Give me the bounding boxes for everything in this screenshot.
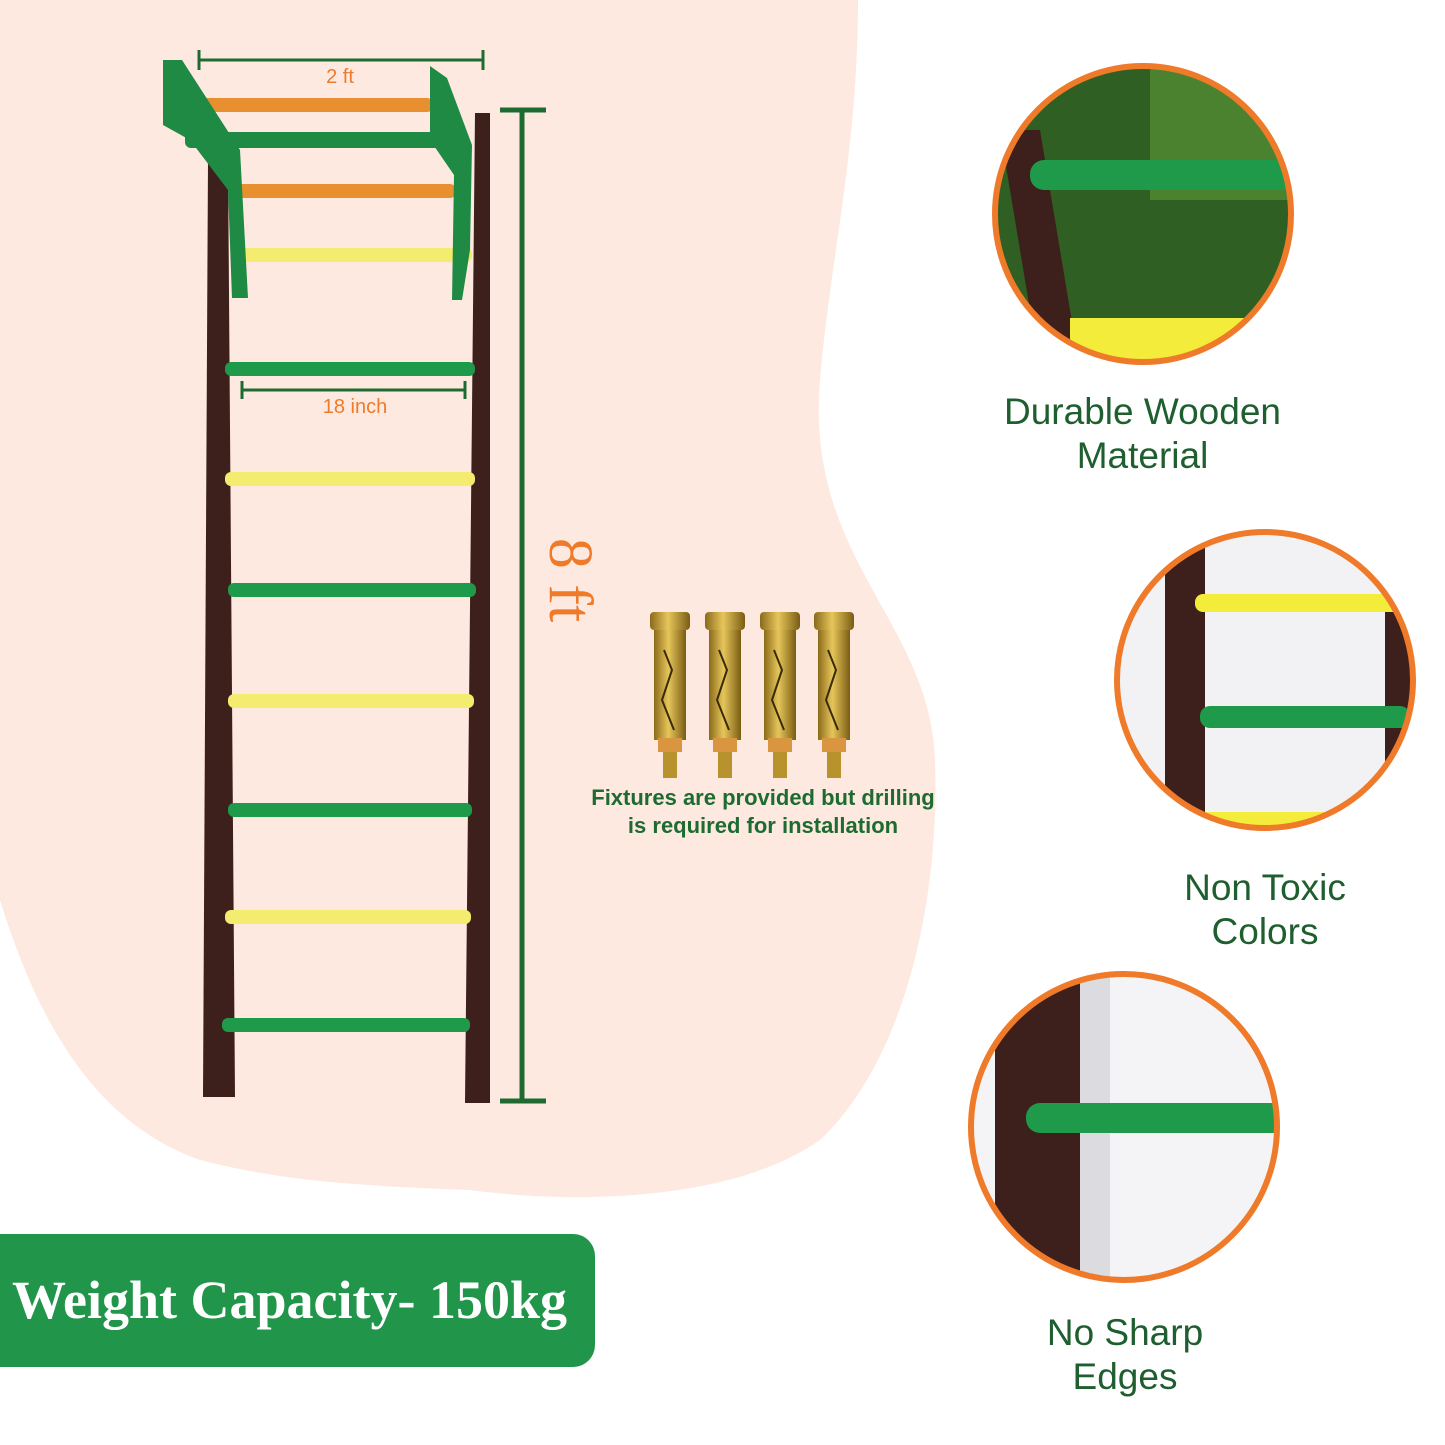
weight-capacity-banner (0, 1234, 595, 1367)
rung-width-label: 18 inch (322, 396, 388, 418)
rung-yellow (225, 472, 475, 486)
width-label: 2 ft (326, 66, 354, 88)
right-rail (465, 113, 490, 1103)
top-rung-orange-2 (236, 184, 456, 198)
rung-green (225, 362, 475, 376)
rung-yellow (225, 910, 471, 924)
feature-no-sharp-edges: No Sharp Edges (1000, 1311, 1250, 1399)
fixtures-caption-line2: is required for installation (627, 813, 899, 838)
fixtures-caption: Fixtures are provided but drilling is re… (548, 784, 978, 840)
weight-capacity-label: Weight Capacity- 150kg (12, 1270, 568, 1330)
feature-line: No Sharp (1046, 1312, 1204, 1353)
rung-green (222, 1018, 470, 1032)
left-rail (203, 160, 235, 1097)
feature-line: Material (1076, 435, 1209, 476)
feature-line: Durable Wooden (1004, 391, 1281, 432)
feature-line: Colors (1211, 911, 1319, 952)
top-rung-green (185, 132, 465, 148)
width-dimension-line (197, 50, 485, 70)
anchor-bolt-icon (705, 612, 745, 778)
height-dimension-line (500, 107, 546, 1104)
feature-non-toxic: Non Toxic Colors (1135, 866, 1395, 954)
anchor-bolt-icon (650, 612, 690, 778)
anchor-bolt-icon (760, 612, 800, 778)
rung-yellow (228, 694, 474, 708)
anchor-bolts (650, 612, 854, 778)
close-up-smooth-rung-photo (971, 974, 1277, 1280)
fixtures-caption-line1: Fixtures are provided but drilling (591, 785, 935, 810)
top-rung-yellow (236, 248, 472, 262)
rung-dimension-line (240, 381, 467, 399)
rung-green (228, 803, 472, 817)
top-rung-orange (175, 98, 433, 112)
feature-line: Non Toxic (1184, 867, 1346, 908)
right-bracket (430, 66, 472, 300)
anchor-bolt-icon (814, 612, 854, 778)
left-bracket (163, 60, 248, 298)
close-up-colored-rungs-photo (1117, 532, 1413, 828)
feature-durable-wooden: Durable Wooden Material (965, 390, 1320, 478)
rung-green (228, 583, 476, 597)
feature-line: Edges (1072, 1356, 1178, 1397)
